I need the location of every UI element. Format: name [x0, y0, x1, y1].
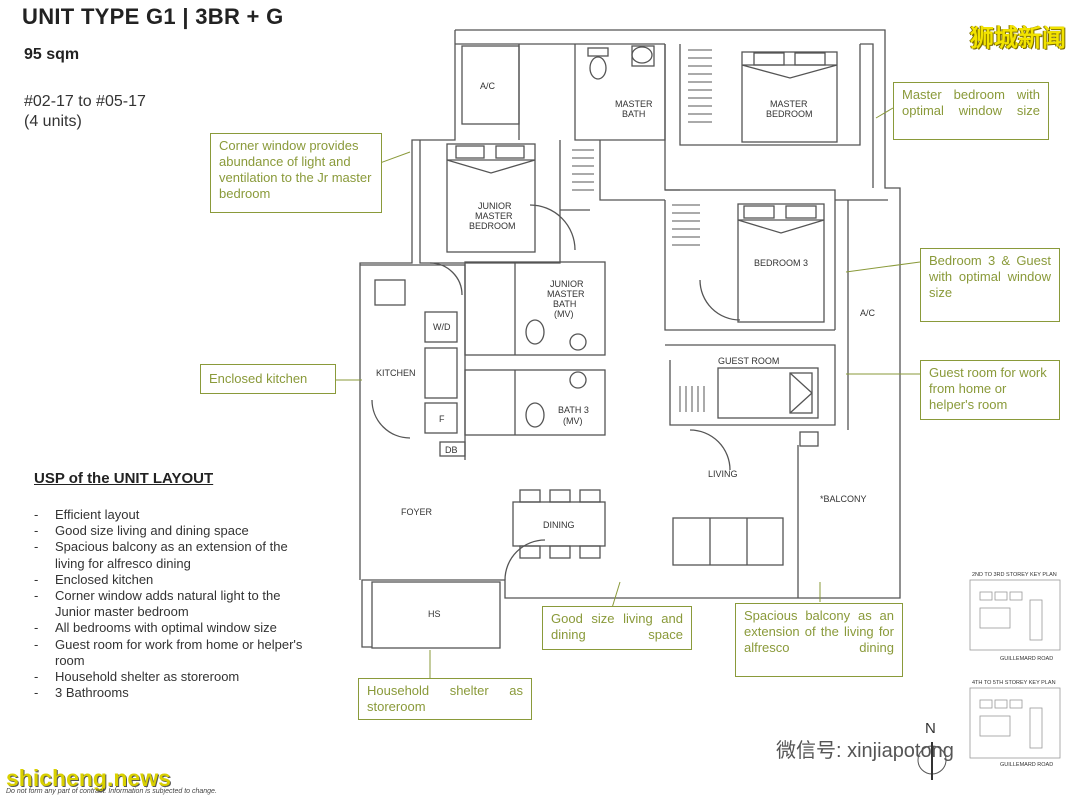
callout-living-dining: Good size living and dining space	[542, 606, 692, 650]
label-balcony: *BALCONY	[820, 494, 867, 504]
label-master-bed-2: BEDROOM	[766, 109, 813, 119]
label-junior-bath-3: BATH	[553, 299, 576, 309]
usp-item: Household shelter as storeroom	[34, 669, 304, 685]
label-bath3-2: (MV)	[563, 416, 583, 426]
usp-item: Efficient layout	[34, 507, 304, 523]
unit-area: 95 sqm	[24, 46, 80, 63]
usp-item: Spacious balcony as an extension of the …	[34, 539, 304, 571]
label-db: DB	[445, 445, 458, 455]
junior-bed-frame	[446, 143, 536, 253]
site-watermark: shicheng.news	[6, 765, 171, 791]
wechat-watermark: 微信号: xinjiapotong	[776, 740, 954, 762]
label-fridge: F	[439, 414, 445, 424]
label-master-bath-1: MASTER	[615, 99, 653, 109]
north-arrow	[917, 742, 947, 780]
callout-guest-room: Guest room for work from home or helper'…	[920, 360, 1060, 420]
unit-count: (4 units)	[24, 113, 82, 130]
usp-item: Enclosed kitchen	[34, 572, 304, 588]
label-dining: DINING	[543, 520, 575, 530]
label-guest-room: GUEST ROOM	[718, 356, 779, 366]
label-ac-top: A/C	[480, 81, 496, 91]
usp-item: 3 Bathrooms	[34, 685, 304, 701]
bedroom3-bed-frame	[737, 203, 825, 323]
callout-enclosed-kitchen: Enclosed kitchen	[200, 364, 336, 394]
usp-item: Guest room for work from home or helper'…	[34, 637, 304, 669]
north-label: N	[925, 720, 936, 737]
outer-wall	[361, 29, 901, 648]
label-junior-bed-3: BEDROOM	[469, 221, 516, 231]
wc-master	[589, 56, 607, 80]
label-wd: W/D	[433, 322, 451, 332]
label-foyer: FOYER	[401, 507, 433, 517]
master-bed-frame	[741, 51, 838, 143]
callout-bedroom3: Bedroom 3 & Guest with optimal window si…	[920, 248, 1060, 322]
callout-master-bedroom: Master bedroom with optimal window size	[893, 82, 1049, 140]
brand-watermark: 狮城新闻	[970, 24, 1066, 52]
label-bedroom3: BEDROOM 3	[754, 258, 808, 268]
callout-balcony: Spacious balcony as an extension of the …	[735, 603, 903, 677]
label-junior-bath-4: (MV)	[554, 309, 574, 319]
disclaimer: Do not form any part of contract. Inform…	[6, 788, 217, 795]
label-ac-right: A/C	[860, 308, 876, 318]
label-bath3-1: BATH 3	[558, 405, 589, 415]
label-junior-bed-2: MASTER	[475, 211, 513, 221]
key-plan-bottom-label: 4TH TO 5TH STOREY KEY PLAN	[972, 680, 1056, 686]
usp-item: All bedrooms with optimal window size	[34, 620, 304, 636]
usp-item: Corner window adds natural light to the …	[34, 588, 304, 620]
usp-title: USP of the UNIT LAYOUT	[34, 470, 214, 487]
label-master-bath-2: BATH	[622, 109, 645, 119]
label-master-bed-1: MASTER	[770, 99, 808, 109]
label-living: LIVING	[708, 469, 738, 479]
callout-household-shelter: Household shelter as storeroom	[358, 678, 532, 720]
key-plan-top-road: GUILLEMARD ROAD	[1000, 656, 1053, 662]
label-hs: HS	[428, 609, 441, 619]
kitchen-sink	[374, 279, 406, 306]
usp-item: Good size living and dining space	[34, 523, 304, 539]
key-plan-top-label: 2ND TO 3RD STOREY KEY PLAN	[972, 572, 1057, 578]
label-junior-bath-2: MASTER	[547, 289, 585, 299]
label-junior-bath-1: JUNIOR	[550, 279, 584, 289]
usp-list: Efficient layout Good size living and di…	[34, 507, 304, 702]
junior-bath	[464, 261, 606, 356]
guest-bed-frame	[717, 367, 819, 419]
key-plan-bottom	[969, 687, 1061, 759]
hs-room	[371, 581, 501, 649]
callout-corner-window: Corner window provides abundance of ligh…	[210, 133, 382, 213]
key-plan-top	[969, 579, 1061, 651]
outer-wall-left	[359, 30, 456, 580]
unit-type-title: UNIT TYPE G1 | 3BR + G	[22, 4, 284, 29]
unit-range-block: #02-17 to #05-17 (4 units)	[24, 92, 146, 132]
label-junior-bed-1: JUNIOR	[478, 201, 512, 211]
unit-range: #02-17 to #05-17	[24, 93, 146, 110]
sofa	[672, 517, 784, 566]
basin-master	[631, 46, 653, 64]
key-plan-bottom-road: GUILLEMARD ROAD	[1000, 762, 1053, 768]
label-kitchen: KITCHEN	[376, 368, 416, 378]
